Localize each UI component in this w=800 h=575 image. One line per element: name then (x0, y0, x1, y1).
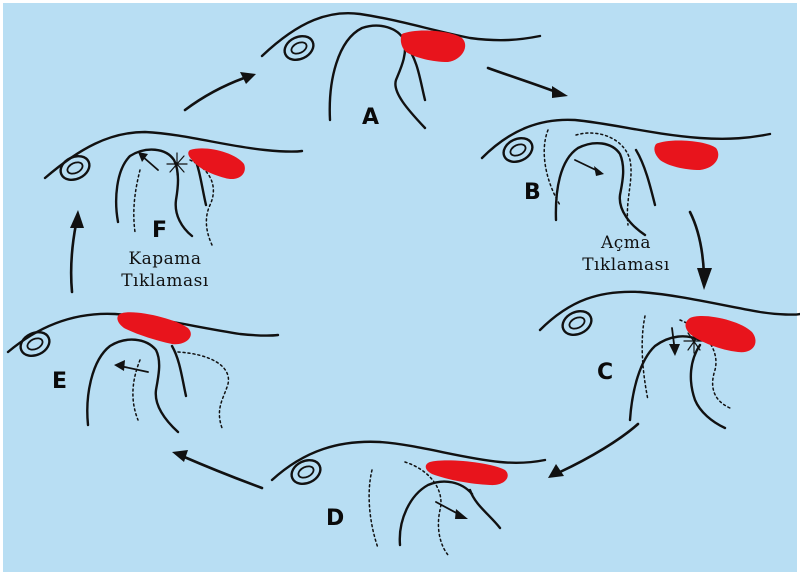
stage-d-drawing (272, 442, 545, 555)
opening-caption-line-2: Tıklaması (570, 254, 682, 276)
closing-caption-line-1: Kapama (100, 248, 230, 270)
stage-label-d: D (326, 508, 344, 530)
stage-label-f: F (152, 220, 167, 242)
stage-label-b: B (524, 182, 541, 204)
stage-c-drawing (540, 292, 800, 428)
stage-label-a: A (362, 107, 379, 129)
stage-f-drawing (45, 132, 302, 245)
stage-label-e: E (52, 371, 67, 393)
opening-caption-line-1: Açma (570, 232, 682, 254)
closing-click-caption: Kapama Tıklaması (100, 248, 230, 292)
stage-label-c: C (597, 362, 613, 384)
stage-b-drawing (482, 120, 770, 235)
opening-click-caption: Açma Tıklaması (570, 232, 682, 276)
closing-caption-line-2: Tıklaması (100, 270, 230, 292)
stage-e-drawing (8, 312, 278, 432)
